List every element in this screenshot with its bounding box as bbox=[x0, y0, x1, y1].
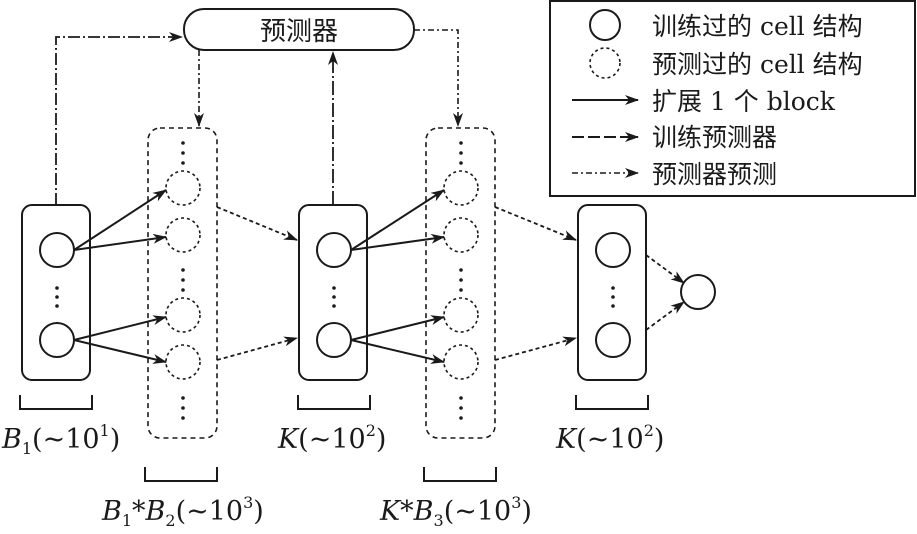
solid-circle-icon bbox=[589, 9, 621, 41]
svg-text:K*B3(~103): K*B3(~103) bbox=[379, 493, 532, 530]
trained-cell bbox=[595, 322, 631, 358]
bracket-label-k-1: K(~102) bbox=[277, 421, 386, 455]
predicted-stage-2 bbox=[425, 127, 496, 439]
bracket-label-b1-b2: B1*B2(~103) bbox=[101, 493, 264, 530]
ellipsis-dots bbox=[55, 286, 59, 308]
trained-cell bbox=[595, 232, 631, 268]
predicted-cell bbox=[443, 217, 479, 253]
trained-stage-1 bbox=[21, 204, 91, 381]
trained-cell bbox=[39, 322, 75, 358]
legend-label: 扩展 1 个 block bbox=[652, 87, 836, 116]
bracket-label-k-2: K(~102) bbox=[555, 421, 664, 455]
svg-text:K(~102): K(~102) bbox=[277, 421, 386, 455]
trained-cell bbox=[316, 232, 352, 268]
final-cell bbox=[680, 274, 716, 310]
predictor-predict-arrows bbox=[194, 29, 463, 127]
legend-label: 训练过的 cell 结构 bbox=[652, 12, 863, 41]
legend-label: 训练预测器 bbox=[652, 123, 777, 152]
train-predictor-arrows bbox=[55, 32, 338, 205]
bracket-label-b1: B1(~101) bbox=[1, 421, 120, 458]
svg-text:B1(~101): B1(~101) bbox=[1, 421, 120, 458]
predicted-cell bbox=[165, 344, 201, 380]
trained-stage-3 bbox=[577, 204, 647, 381]
select-arrows bbox=[216, 206, 685, 361]
trained-stage-2 bbox=[298, 204, 368, 381]
predictor-label: 预测器 bbox=[260, 17, 338, 47]
trained-cell bbox=[316, 322, 352, 358]
predicted-cell bbox=[165, 170, 201, 206]
predicted-cell bbox=[165, 217, 201, 253]
expand-arrows bbox=[73, 189, 445, 364]
predicted-cell bbox=[165, 297, 201, 333]
legend-label: 预测过的 cell 结构 bbox=[652, 50, 863, 79]
predictor-node: 预测器 bbox=[183, 8, 415, 51]
svg-text:K(~102): K(~102) bbox=[555, 421, 664, 455]
predicted-cell bbox=[443, 344, 479, 380]
predicted-stage-1 bbox=[147, 127, 218, 439]
svg-text:B1*B2(~103): B1*B2(~103) bbox=[101, 493, 264, 530]
dashed-circle-icon bbox=[589, 47, 621, 79]
bracket-label-k-b3: K*B3(~103) bbox=[379, 493, 532, 530]
predicted-cell bbox=[443, 170, 479, 206]
trained-cell bbox=[39, 232, 75, 268]
legend: 训练过的 cell 结构 预测过的 cell 结构 扩展 1 个 block 训… bbox=[549, 0, 916, 197]
predicted-cell bbox=[443, 297, 479, 333]
legend-label: 预测器预测 bbox=[652, 160, 777, 189]
brackets bbox=[19, 395, 649, 482]
